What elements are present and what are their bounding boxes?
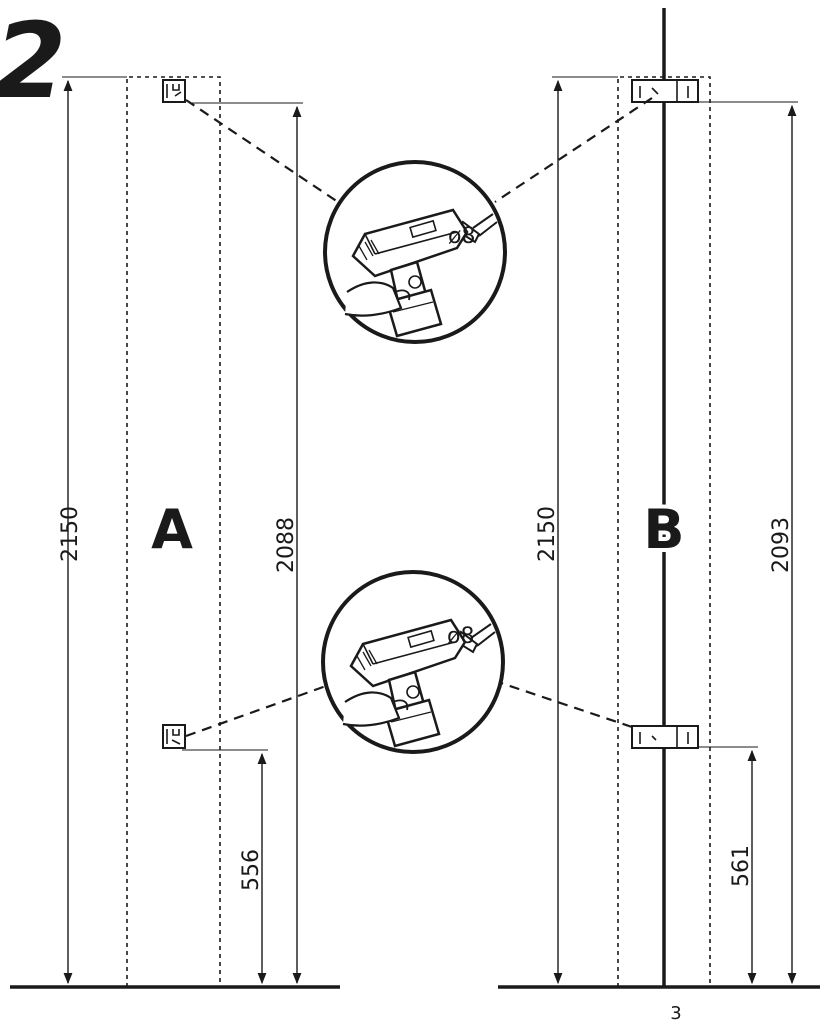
drill-callout-lower: ø8 [321, 570, 505, 754]
page-number: 3 [670, 1003, 681, 1024]
drill-bit-size: ø8 [448, 224, 475, 249]
dimension-a-height: 2150 [58, 506, 83, 562]
dimension-a-lower: 556 [239, 849, 264, 891]
drill-callout-upper: ø8 [323, 160, 507, 344]
bracket-icon [162, 79, 186, 103]
panel-a: 2150 2088 556 A [10, 76, 340, 989]
dimension-b-lower: 561 [729, 845, 754, 887]
leader-line [185, 99, 339, 203]
leader-line [185, 684, 327, 738]
bracket-icon [162, 724, 186, 749]
panel-a-label: A [151, 498, 193, 561]
leader-line [494, 97, 653, 203]
bracket-icon [631, 725, 699, 749]
panel-a-outline [126, 76, 221, 987]
dimension-a-upper: 2088 [274, 517, 299, 573]
bracket-icon [631, 79, 699, 103]
panel-b-outline [617, 76, 711, 987]
drill-bit-size: ø8 [447, 624, 474, 649]
dimension-b-upper: 2093 [769, 517, 794, 573]
panel-b-label: B [643, 498, 684, 561]
panel-b: 2150 2093 561 B [498, 8, 820, 989]
step-number: 2 [0, 0, 66, 122]
dimension-b-height: 2150 [535, 506, 560, 562]
leader-line [494, 679, 633, 729]
